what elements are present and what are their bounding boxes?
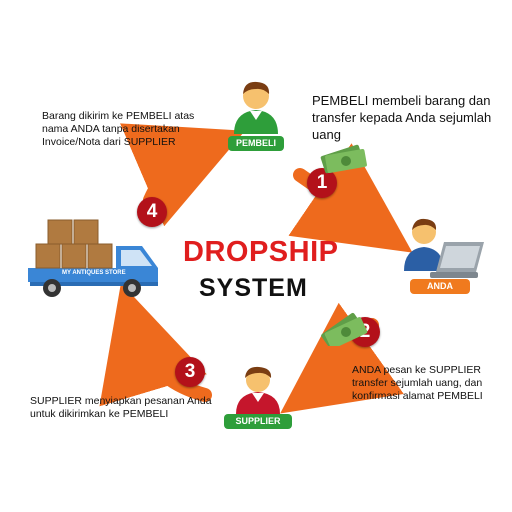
person-icon-pembeli — [234, 81, 278, 134]
step-number-3: 3 — [175, 357, 205, 387]
box-icon-stack — [35, 219, 113, 269]
money-icon-2 — [321, 312, 368, 346]
step-number-1: 1 — [307, 168, 337, 198]
person-icon-anda — [404, 218, 444, 271]
step-3-text: SUPPLIER menyiapkan pesanan Anda untuk d… — [30, 395, 212, 420]
diagram-subtitle: SYSTEM — [199, 274, 308, 302]
diagram-title: DROPSHIP — [183, 236, 339, 268]
truck-icon — [28, 246, 158, 297]
arrow-icon-4 — [120, 123, 246, 227]
pembeli-label: PEMBELI — [228, 136, 284, 151]
step-4-text: Barang dikirim ke PEMBELI atas nama ANDA… — [42, 110, 195, 148]
step-2-text: ANDA pesan ke SUPPLIER transfer sejumlah… — [352, 364, 483, 402]
anda-label: ANDA — [410, 279, 470, 294]
truck-side-text: MY ANTIQUES STORE — [62, 270, 126, 276]
arrow-icon-3 — [99, 283, 212, 407]
step-number-4: 4 — [137, 197, 167, 227]
laptop-icon — [430, 242, 484, 278]
step-1-text: PEMBELI membeli barang dan transfer kepa… — [312, 93, 492, 142]
person-icon-supplier — [236, 366, 280, 414]
money-icon-1 — [320, 144, 367, 174]
supplier-label: SUPPLIER — [224, 414, 292, 429]
